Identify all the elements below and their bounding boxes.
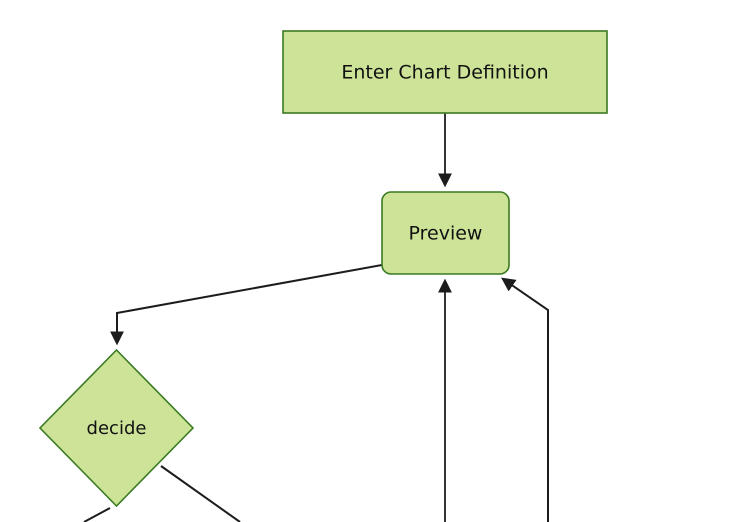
node-decide-label: decide: [87, 418, 147, 439]
node-preview-shape: [381, 191, 510, 275]
edge-layer: [83, 113, 549, 522]
edge-preview-to-decide: [110, 264, 383, 346]
node-decide-shape: [38, 348, 195, 508]
node-enter-chart-definition[interactable]: Enter Chart Definition: [282, 30, 608, 114]
node-preview[interactable]: Preview: [381, 191, 510, 275]
node-layer: Enter Chart Definition Preview decide: [38, 30, 608, 508]
node-enter-chart-definition-shape: [282, 30, 608, 114]
node-preview-label: Preview: [409, 223, 483, 245]
edge-decide-out-bottom: [83, 507, 111, 522]
edge-decide-out-right: [160, 465, 241, 522]
edge-into-preview-right: [501, 277, 549, 522]
node-enter-chart-definition-label: Enter Chart Definition: [341, 62, 548, 84]
node-decide[interactable]: decide: [38, 348, 195, 508]
